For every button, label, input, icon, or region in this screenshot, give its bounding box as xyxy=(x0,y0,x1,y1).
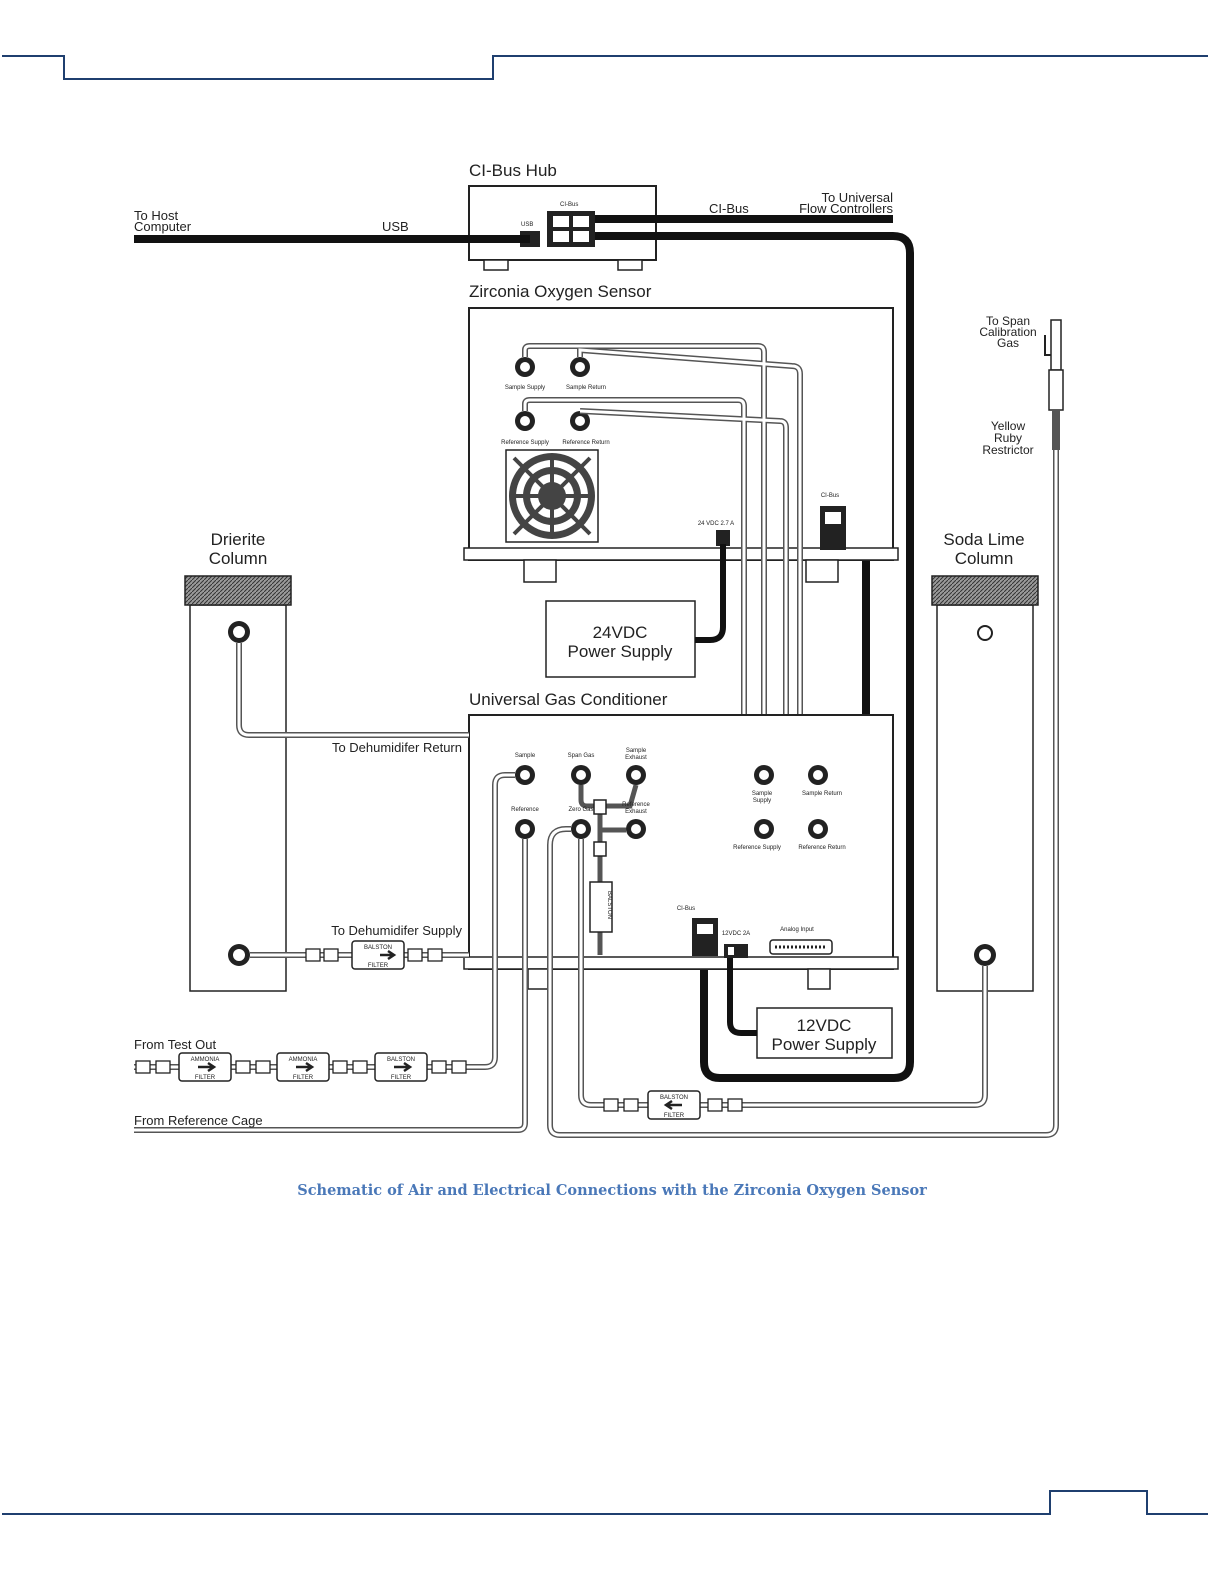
span-gas-inlet xyxy=(1044,319,1064,450)
to-ufc-label-2: Flow Controllers xyxy=(799,201,893,216)
psu-24vdc xyxy=(545,600,696,678)
ci-bus-hub xyxy=(468,185,657,271)
ugc-sample-supply-label-1: Sample xyxy=(752,791,773,797)
ugc-sample-supply-label-2: Supply xyxy=(753,798,771,804)
zos-title: Zirconia Oxygen Sensor xyxy=(469,282,652,301)
psu24-label-2: Power Supply xyxy=(568,642,673,661)
zirconia-oxygen-sensor xyxy=(463,307,899,583)
dehumidifier-return-label: To Dehumidifer Return xyxy=(332,740,462,755)
usb-cable-label: USB xyxy=(382,219,409,234)
ugc-reference-label: Reference xyxy=(511,807,539,813)
zos-reference-supply-label: Reference Supply xyxy=(501,440,549,446)
soda-lime-label-1: Soda Lime xyxy=(943,530,1024,549)
from-reference-cage-label: From Reference Cage xyxy=(134,1113,263,1128)
ugc-reference-exhaust-label-1: Reference xyxy=(622,802,650,808)
span-gas-label-2: Calibration xyxy=(979,325,1036,339)
psu12-label-1: 12VDC xyxy=(797,1016,852,1035)
ammonia-filter-1 xyxy=(178,1052,232,1082)
ci-bus-cable-label: CI-Bus xyxy=(709,201,749,216)
ugc-sample-exhaust-label-2: Exhaust xyxy=(625,755,647,761)
soda-lime-label-2: Column xyxy=(955,549,1014,568)
ugc-span-gas-label: Span Gas xyxy=(568,753,595,759)
ugc-zero-gas-label: Zero Gas xyxy=(568,807,593,813)
zos-sample-return-label: Sample Return xyxy=(566,385,606,391)
span-gas-label-1: To Span xyxy=(986,314,1030,328)
drierite-label-1: Drierite xyxy=(211,530,266,549)
dehumidifier-supply-label: To Dehumidifer Supply xyxy=(331,923,462,938)
balston-filter-sample xyxy=(374,1052,428,1082)
ugc-ci-bus-port-label: CI-Bus xyxy=(677,906,695,912)
filter-2-label-1: AMMONIA xyxy=(191,1057,220,1063)
universal-gas-conditioner xyxy=(463,714,899,990)
restrictor-label-2: Ruby xyxy=(994,431,1022,445)
zos-power-port-label: 24 VDC 2.7 A xyxy=(698,521,734,527)
ugc-sample-exhaust-label-1: Sample xyxy=(626,748,647,754)
restrictor-label-1: Yellow xyxy=(991,419,1026,433)
zos-ci-bus-port-label: CI-Bus xyxy=(821,493,839,499)
ugc-reference-exhaust-label-2: Exhaust xyxy=(625,809,647,815)
ugc-reference-supply-label: Reference Supply xyxy=(733,845,781,851)
from-test-out-label: From Test Out xyxy=(134,1037,217,1052)
filter-1-label-2: FILTER xyxy=(368,963,389,969)
filter-5-label-1: BALSTON xyxy=(660,1095,688,1101)
drierite-label-2: Column xyxy=(209,549,268,568)
filter-4-label-2: FILTER xyxy=(391,1075,412,1081)
ugc-sample-return-label: Sample Return xyxy=(802,791,842,797)
psu12-label-2: Power Supply xyxy=(772,1035,877,1054)
balston-filter-supply xyxy=(351,940,405,970)
drierite-column xyxy=(184,575,292,992)
filter-5-label-2: FILTER xyxy=(664,1113,685,1119)
filter-3-label-2: FILTER xyxy=(293,1075,314,1081)
ugc-sample-label: Sample xyxy=(515,753,536,759)
soda-lime-column xyxy=(931,575,1039,992)
ugc-reference-return-label: Reference Return xyxy=(798,845,845,851)
ugc-internal-filter-label: BALSTON xyxy=(606,891,612,919)
ammonia-filter-2 xyxy=(276,1052,330,1082)
psu24-label-1: 24VDC xyxy=(593,623,648,642)
filter-3-label-1: AMMONIA xyxy=(289,1057,318,1063)
zos-reference-return-label: Reference Return xyxy=(562,440,609,446)
ugc-power-port-label: 12VDC 2A xyxy=(722,931,750,937)
to-ufc-label-1: To Universal xyxy=(821,190,893,205)
span-gas-label-3: Gas xyxy=(997,336,1019,350)
hub-ci-bus-port-label: CI-Bus xyxy=(560,202,578,208)
ci-bus-cable xyxy=(595,215,914,1082)
zos-sample-supply-label: Sample Supply xyxy=(505,385,545,391)
psu-12vdc xyxy=(756,1007,893,1059)
cooling-fan-icon xyxy=(505,449,599,543)
ugc-analog-input-label: Analog Input xyxy=(780,927,814,933)
balston-filter-zero xyxy=(647,1090,701,1120)
restrictor-label-3: Restrictor xyxy=(982,443,1033,457)
to-host-label-1: To Host xyxy=(134,208,178,223)
filter-2-label-2: FILTER xyxy=(195,1075,216,1081)
figure-caption: Schematic of Air and Electrical Connecti… xyxy=(297,1182,927,1199)
filter-1-label-1: BALSTON xyxy=(364,945,392,951)
external-tubing xyxy=(134,450,1059,1138)
to-host-label-2: Computer xyxy=(134,219,192,234)
ugc-title: Universal Gas Conditioner xyxy=(469,690,668,709)
filter-4-label-1: BALSTON xyxy=(387,1057,415,1063)
hub-usb-port-label: USB xyxy=(521,222,533,228)
hub-title: CI-Bus Hub xyxy=(469,161,557,180)
